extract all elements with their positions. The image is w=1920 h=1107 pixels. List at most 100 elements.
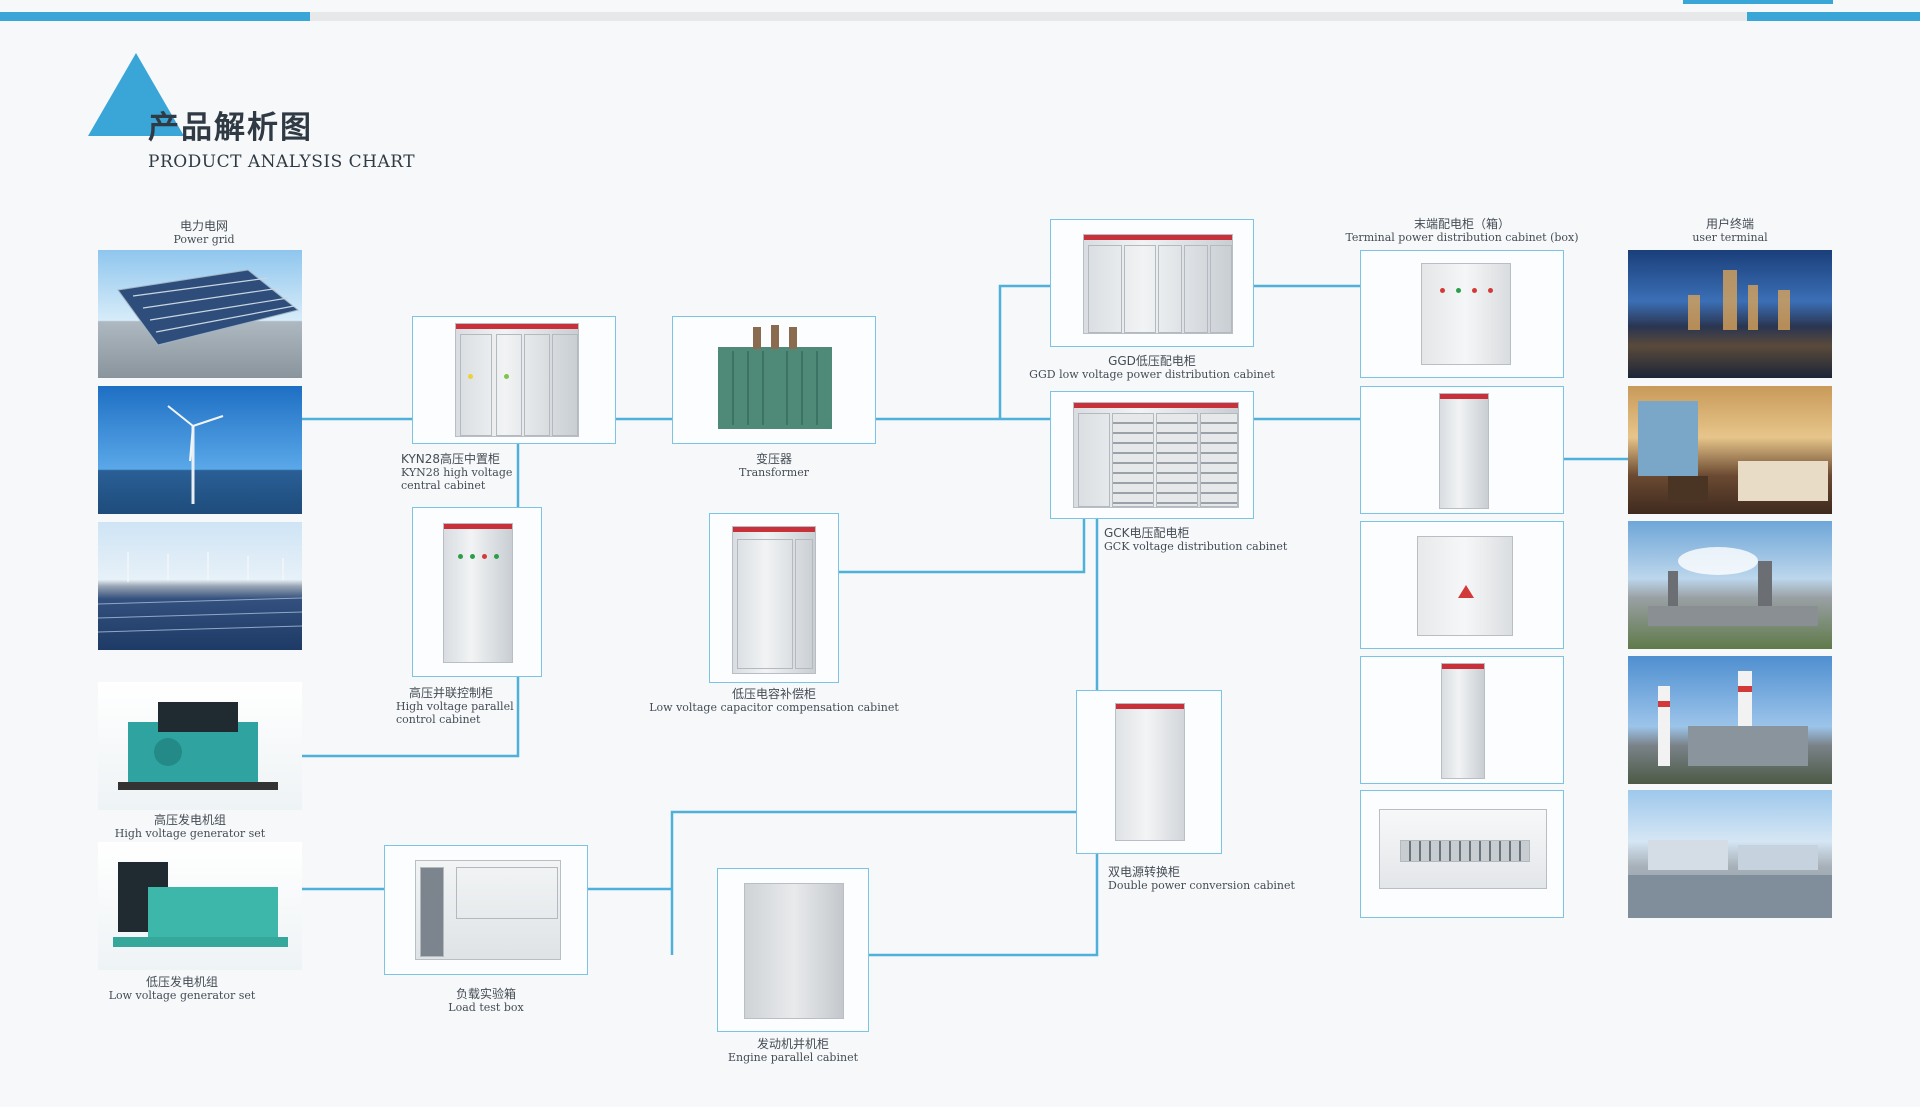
user-terminal-label: 用户终端 user terminal	[1692, 218, 1768, 245]
user-terminal-label-en: user terminal	[1692, 231, 1768, 244]
ggd-label: GGD低压配电柜 GGD low voltage power distribut…	[1029, 354, 1275, 382]
wind-turbine-sea-image	[98, 386, 302, 514]
hv-parallel-indicator-icon	[470, 554, 475, 559]
kyn28-door	[496, 334, 522, 436]
gck-door	[1156, 413, 1198, 507]
hv-generator-label-cn: 高压发电机组	[153, 813, 227, 827]
connector-bus-ggd	[998, 284, 1050, 419]
solar-collector-icon	[117, 269, 300, 346]
engine-parallel-label-en: Engine parallel cabinet	[727, 1051, 859, 1064]
ggd-door	[1184, 245, 1208, 333]
hv-parallel-cabinet-icon	[443, 523, 513, 663]
hv-generator-label-en: High voltage generator set	[114, 827, 266, 840]
page-title: 产品解析图	[148, 110, 313, 146]
hv-parallel-label-en-1: High voltage parallel	[396, 700, 514, 713]
terminal-box	[1360, 386, 1564, 514]
kyn28-cabinet-box	[412, 316, 616, 444]
load-test-panel	[456, 867, 558, 919]
lv-generator-label-en: Low voltage generator set	[108, 989, 256, 1002]
factory-icon	[1648, 547, 1818, 626]
gck-door	[1112, 413, 1154, 507]
transformer-box	[672, 316, 876, 444]
gck-cabinet-icon	[1073, 402, 1239, 508]
terminal-cabinet-icon	[1421, 263, 1511, 365]
transformer-label-cn: 变压器	[755, 452, 793, 466]
top-bar-accent-left	[0, 12, 310, 21]
lv-generator-label-cn: 低压发电机组	[145, 975, 218, 989]
industrial-plant-image	[1628, 521, 1832, 649]
hv-parallel-box	[412, 507, 542, 677]
distribution-box-icon	[1379, 809, 1547, 889]
load-test-box	[384, 845, 588, 975]
solar-collector-image	[98, 250, 302, 378]
lv-capacitor-label: 低压电容补偿柜 Low voltage capacitor compensati…	[649, 688, 899, 715]
lv-capacitor-cabinet-icon	[732, 526, 816, 674]
kyn28-door	[524, 334, 550, 436]
hotel-bed-icon	[1638, 401, 1828, 501]
kyn28-door	[460, 334, 492, 436]
power-grid-label-cn: 电力电网	[179, 219, 228, 233]
terminal-cabinet-icon	[1441, 663, 1485, 779]
solar-panel-farm-icon	[98, 552, 302, 633]
hv-parallel-label-en-2: control cabinet	[396, 713, 481, 726]
terminal-cabinet-icon	[1439, 393, 1489, 509]
warning-sign-icon	[1458, 585, 1474, 598]
gck-label-cn: GCK电压配电柜	[1104, 526, 1190, 540]
ggd-door	[1210, 245, 1232, 333]
gck-cabinet-box	[1050, 391, 1254, 519]
transformer-icon	[718, 325, 832, 429]
kyn28-door	[552, 334, 578, 436]
industrial-park-image	[1628, 790, 1832, 918]
breaker-row	[1400, 840, 1530, 862]
kyn28-cabinet-icon	[455, 323, 579, 437]
connector-bus-double	[670, 810, 1076, 955]
hv-parallel-red-strip	[444, 524, 512, 529]
ggd-door	[1124, 245, 1156, 333]
generator-icon	[118, 702, 278, 790]
hv-parallel-label: 高压并联控制柜 High voltage parallel control ca…	[396, 686, 514, 727]
lv-capacitor-box	[709, 513, 839, 683]
terminal-box	[1360, 250, 1564, 378]
terminal-indicator-icon	[1440, 288, 1445, 293]
double-power-label: 双电源转换柜 Double power conversion cabinet	[1108, 866, 1295, 893]
ggd-label-cn: GGD低压配电柜	[1108, 354, 1196, 368]
ggd-door	[1158, 245, 1182, 333]
power-plant-chimney-icon	[1658, 671, 1808, 766]
hotel-room-image	[1628, 386, 1832, 514]
terminal-red-strip	[1440, 394, 1488, 399]
ggd-door	[1088, 245, 1122, 333]
transformer-label: 变压器 Transformer	[738, 452, 810, 480]
city-night-image	[1628, 250, 1832, 378]
lv-capacitor-label-en: Low voltage capacitor compensation cabin…	[649, 701, 899, 714]
engine-parallel-box	[717, 868, 869, 1032]
gck-label-en: GCK voltage distribution cabinet	[1104, 540, 1288, 553]
double-power-box	[1076, 690, 1222, 854]
terminal-indicator-icon	[1488, 288, 1493, 293]
terminal-label-en: Terminal power distribution cabinet (box…	[1345, 231, 1579, 244]
hv-generator-label: 高压发电机组 High voltage generator set	[114, 813, 266, 841]
wind-solar-farm-image	[98, 522, 302, 650]
kyn28-label-en-1: KYN28 high voltage	[401, 466, 513, 479]
double-power-label-en: Double power conversion cabinet	[1108, 879, 1295, 892]
load-test-label: 负载实验箱 Load test box	[448, 988, 523, 1015]
lv-capacitor-red-strip	[733, 527, 815, 532]
city-skyline-icon	[1688, 270, 1790, 330]
terminal-indicator-icon	[1472, 288, 1477, 293]
hv-parallel-indicator-icon	[494, 554, 499, 559]
terminal-indicator-icon	[1456, 288, 1461, 293]
transformer-label-en: Transformer	[738, 466, 810, 479]
gck-label: GCK电压配电柜 GCK voltage distribution cabine…	[1104, 526, 1288, 554]
hv-parallel-indicator-icon	[458, 554, 463, 559]
double-power-red-strip	[1116, 704, 1184, 709]
engine-parallel-cabinet-icon	[744, 883, 844, 1019]
triangle-logo-icon	[88, 53, 184, 136]
load-test-panel	[420, 867, 444, 957]
double-power-cabinet-icon	[1115, 703, 1185, 841]
kyn28-red-strip	[456, 324, 578, 329]
terminal-box	[1360, 790, 1564, 918]
gck-red-strip	[1074, 403, 1238, 408]
hv-parallel-label-cn: 高压并联控制柜	[409, 686, 494, 700]
lv-generator-label: 低压发电机组 Low voltage generator set	[108, 975, 256, 1003]
top-bar	[0, 0, 1920, 21]
